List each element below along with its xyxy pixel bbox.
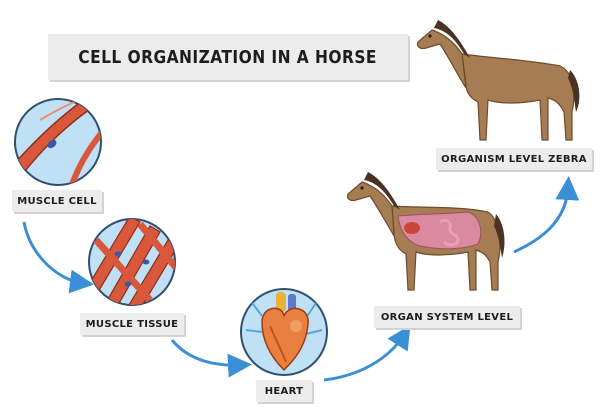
heart-illustration <box>240 288 328 376</box>
label-organ-system-level-text: ORGAN SYSTEM LEVEL <box>380 311 514 323</box>
arrow-heart-to-organ-system <box>323 324 411 382</box>
arrow-cell-to-tissue <box>22 221 94 294</box>
title-banner: CELL ORGANIZATION IN A HORSE <box>48 34 408 80</box>
arrow-organ-system-to-organism <box>513 176 580 254</box>
label-organism-level: ORGANISM LEVEL ZEBRA <box>436 148 592 170</box>
arrow-tissue-to-heart <box>170 339 252 378</box>
label-muscle-cell: MUSCLE CELL <box>12 190 102 212</box>
label-muscle-tissue: MUSCLE TISSUE <box>80 313 184 335</box>
page-title: CELL ORGANIZATION IN A HORSE <box>78 46 378 68</box>
flow-arrows <box>22 176 580 382</box>
label-muscle-cell-text: MUSCLE CELL <box>17 195 97 207</box>
label-organism-level-text: ORGANISM LEVEL ZEBRA <box>441 153 587 165</box>
label-organ-system-level: ORGAN SYSTEM LEVEL <box>374 306 520 328</box>
label-heart: HEART <box>256 380 312 402</box>
muscle-tissue-illustration <box>88 218 176 306</box>
organ-system-horse-illustration <box>346 172 505 291</box>
muscle-cell-illustration <box>14 98 102 186</box>
label-muscle-tissue-text: MUSCLE TISSUE <box>85 318 179 330</box>
organism-horse-illustration <box>416 20 580 141</box>
label-heart-text: HEART <box>264 385 304 397</box>
